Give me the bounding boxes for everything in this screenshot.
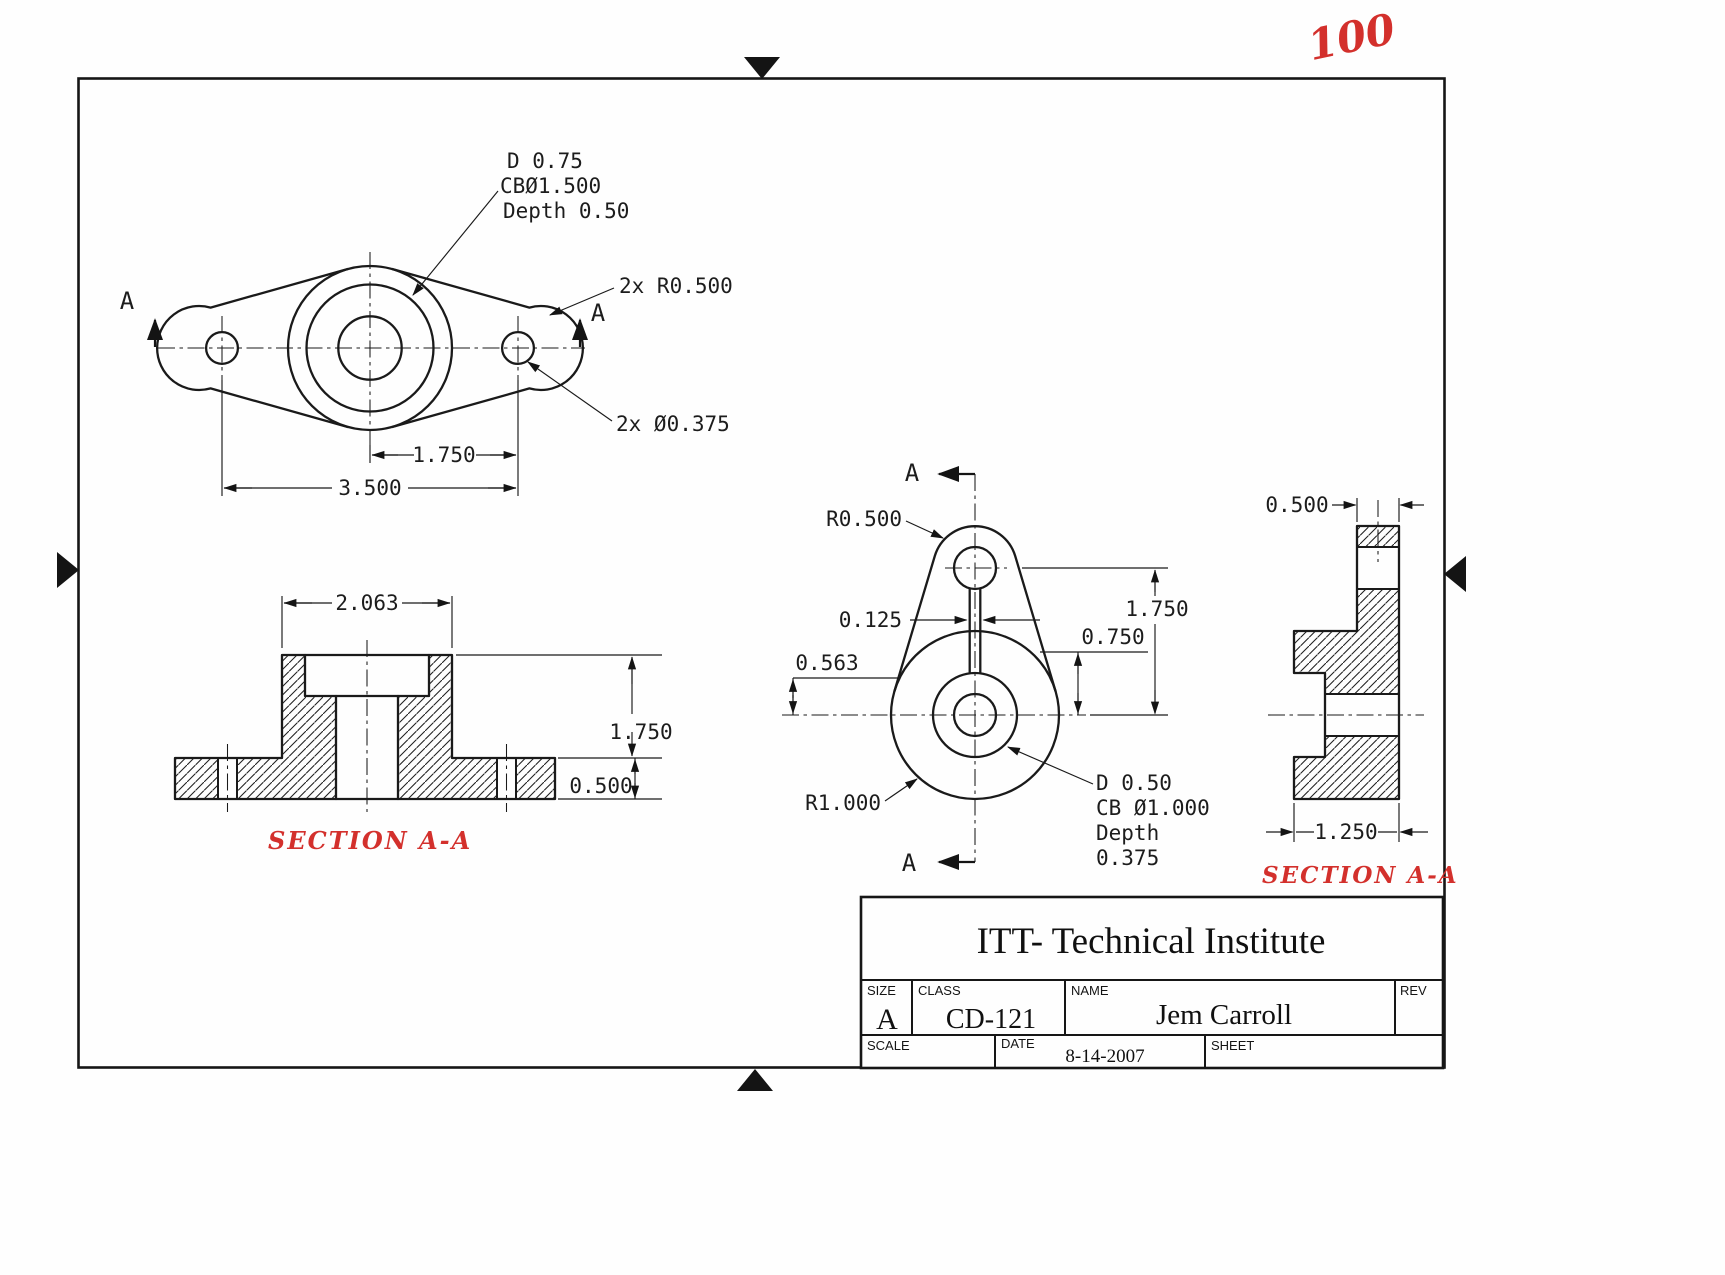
note-text: CBØ1.500 (500, 174, 601, 198)
hatch-area (282, 655, 336, 799)
dimension-text: 1.750 (609, 720, 672, 744)
hatch-area (237, 758, 282, 799)
class-label: CLASS (918, 983, 961, 998)
class-value: CD-121 (946, 1004, 1036, 1035)
section-label: A (591, 299, 606, 327)
dimension-text: 0.125 (839, 608, 902, 632)
company-name: ITT- Technical Institute (977, 921, 1326, 962)
sheet-label: SHEET (1211, 1038, 1254, 1053)
note-text: 2x R0.500 (619, 274, 733, 298)
mount-hole-circle (204, 330, 240, 366)
rev-label: REV (1400, 983, 1427, 998)
leader-line (412, 190, 499, 296)
title-block: ITT- Technical Institute SIZE A CLASS CD… (859, 895, 1445, 1070)
note-text: Depth 0.50 (503, 199, 629, 223)
center-hole-circle (337, 315, 403, 381)
section-caption: SECTION A-A (1262, 862, 1459, 889)
front-view: A A R0.500 0.125 0.563 1.750 0.750 R1.00… (782, 459, 1210, 877)
name-value: Jem Carroll (1156, 999, 1292, 1031)
leader-line (527, 361, 613, 422)
title-block-frame (859, 895, 1445, 1070)
hatch-area (452, 758, 497, 799)
dimension-text: 0.563 (795, 651, 858, 675)
section-label: A (905, 459, 920, 487)
dimension-text: 0.500 (1265, 493, 1328, 517)
date-label: DATE (1001, 1036, 1035, 1051)
section-label: A (902, 849, 917, 877)
dimension-text: 1.750 (412, 443, 475, 467)
note-text: Depth (1096, 821, 1159, 845)
dimension-text: 1.250 (1314, 820, 1377, 844)
note-text: D 0.75 (507, 149, 583, 173)
dimension-text: 2.063 (335, 591, 398, 615)
note-text: R1.000 (805, 791, 881, 815)
dimension-text: 0.500 (569, 774, 632, 798)
sheet-border (57, 57, 1466, 1091)
scale-label: SCALE (867, 1038, 910, 1053)
dimension-text: 1.750 (1125, 597, 1188, 621)
hatch-area (1325, 736, 1399, 757)
left-section-view: 2.063 1.750 0.500 SECTION A-A (173, 591, 673, 855)
counterbore-edge (303, 653, 431, 698)
section-label: A (120, 287, 135, 315)
right-section-view: 0.500 1.250 SECTION A-A (1262, 493, 1459, 889)
counterbore-circle (305, 283, 435, 413)
hatch-area (1357, 589, 1399, 631)
hatch-area (1294, 631, 1399, 694)
leader-line (884, 778, 918, 802)
center-hole-circle (952, 692, 998, 738)
registration-arrow-top (744, 57, 780, 79)
base-circle (889, 629, 1061, 801)
counterbore-circle (931, 671, 1019, 759)
top-hole-circle (952, 545, 998, 591)
dimension-text: 3.500 (338, 476, 401, 500)
hatch-area (516, 758, 555, 799)
note-text: 2x Ø0.375 (616, 412, 730, 436)
note-text: R0.500 (826, 507, 902, 531)
leader-line (905, 520, 944, 539)
registration-arrow-left (57, 552, 79, 588)
dimension-text: 0.750 (1081, 625, 1144, 649)
name-label: NAME (1071, 983, 1109, 998)
section-outline (173, 653, 557, 801)
size-value: A (876, 1003, 898, 1036)
note-text: D 0.50 (1096, 771, 1172, 795)
size-label: SIZE (867, 983, 896, 998)
border-frame (77, 77, 1446, 1069)
part-outline (391, 267, 584, 429)
leader-line (1007, 746, 1094, 785)
note-text: CB Ø1.000 (1096, 796, 1210, 820)
top-view: A A D 0.75 CBØ1.500 Depth 0.50 2x R0.500… (120, 149, 733, 500)
date-value: 8-14-2007 (1065, 1046, 1144, 1067)
hatch-area (1294, 757, 1399, 799)
boss-circle (286, 264, 454, 432)
part-outline (893, 525, 1057, 693)
section-outline (1292, 524, 1401, 801)
hatch-area (175, 758, 218, 799)
grade-mark: 100 (1304, 4, 1400, 70)
section-caption: SECTION A-A (268, 826, 472, 855)
mount-hole-circle (500, 330, 536, 366)
part-outline (156, 267, 349, 429)
leader-line (549, 287, 615, 316)
hatch-area (398, 655, 452, 799)
note-text: 0.375 (1096, 846, 1159, 870)
registration-arrow-bottom (737, 1069, 773, 1091)
registration-arrow-right (1444, 556, 1466, 592)
